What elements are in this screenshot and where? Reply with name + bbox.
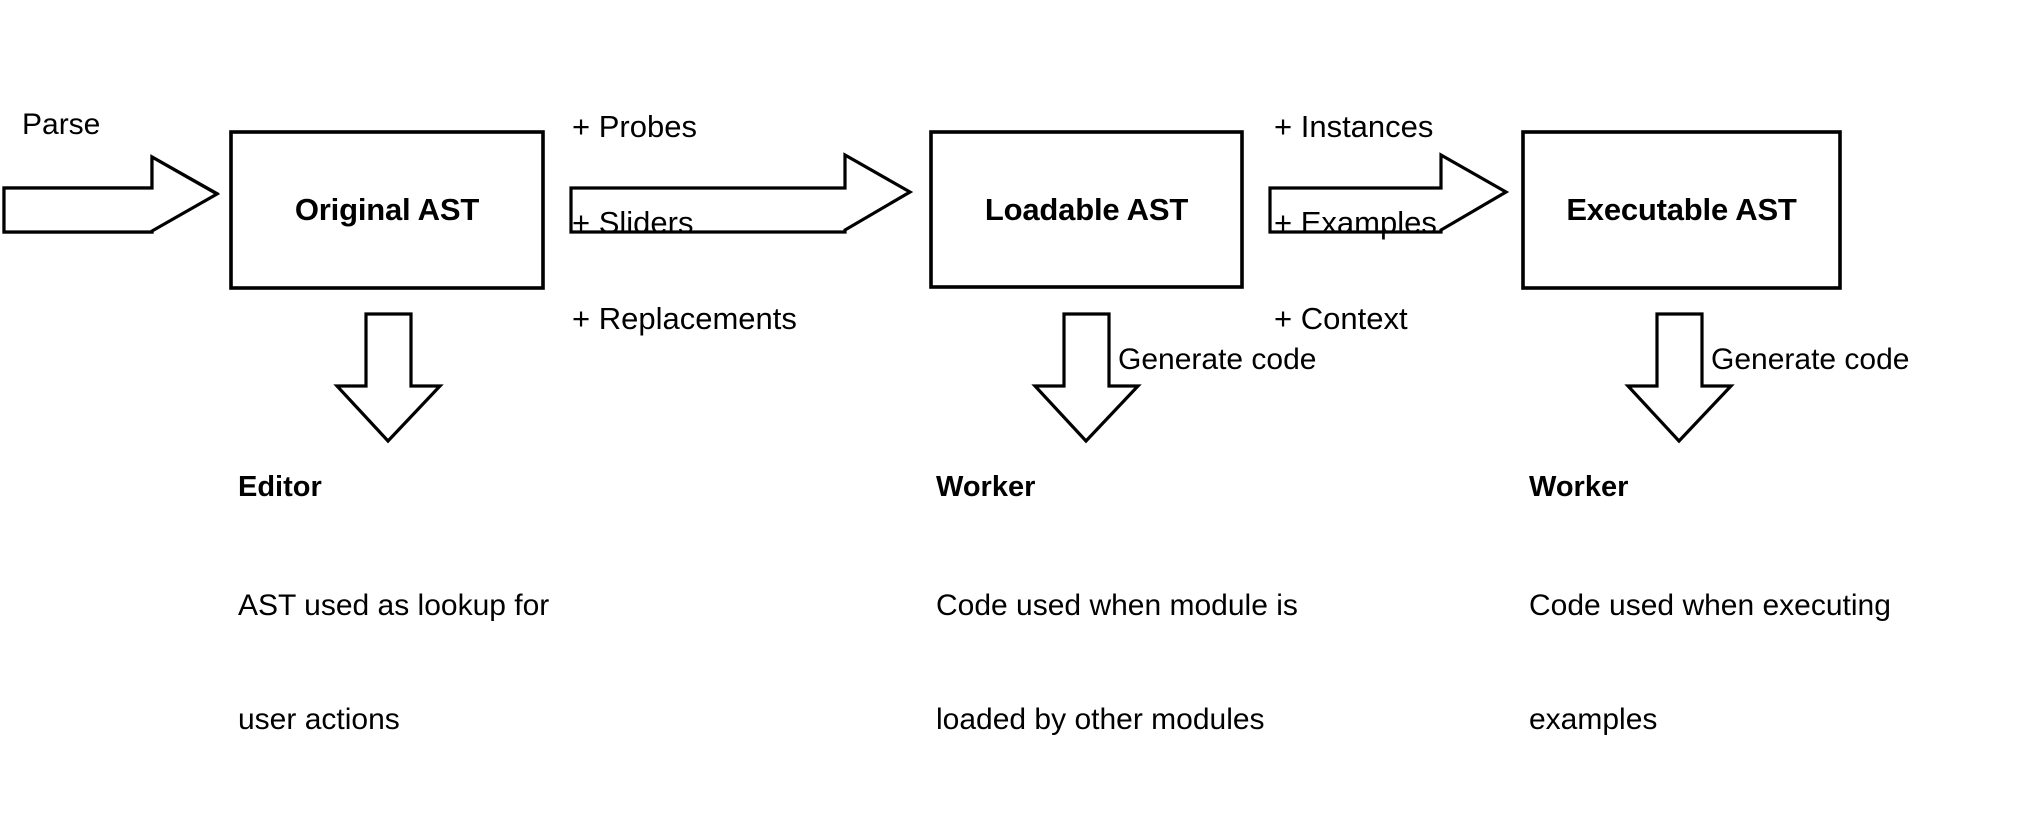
plus-replacements-line: + Replacements bbox=[572, 301, 797, 336]
worker-loadable-caption-line-1: Code used when module is bbox=[936, 589, 1298, 622]
loadable-ast-box[interactable] bbox=[929, 130, 1244, 289]
original-to-loadable-arrow-shape bbox=[569, 152, 914, 234]
loadable-down-arrow-shape bbox=[1031, 312, 1142, 444]
original-ast-box[interactable] bbox=[229, 130, 545, 290]
editor-caption-line-1: AST used as lookup for bbox=[238, 589, 550, 622]
executable-ast-label: Executable AST bbox=[1566, 192, 1797, 227]
parse-arrow-body bbox=[2, 154, 221, 234]
worker-loadable-caption-line-2: loaded by other modules bbox=[936, 703, 1265, 736]
editor-caption-line-2: user actions bbox=[238, 703, 400, 736]
worker-loadable-caption-body: Code used when module is loaded by other… bbox=[936, 511, 1298, 815]
loadable-to-executable-arrow-label-group: + Instances + Examples + Context bbox=[1274, 47, 1437, 399]
executable-generate-code-label: Generate code bbox=[1711, 343, 1910, 376]
original-to-loadable-arrow-label-group: + Probes + Sliders + Replacements bbox=[572, 47, 797, 399]
worker-executable-caption-line-1: Code used when executing bbox=[1529, 589, 1891, 622]
worker-executable-caption-line-2: examples bbox=[1529, 703, 1658, 736]
executable-down-arrow-shape bbox=[1624, 312, 1735, 444]
worker-executable-caption-title: Worker bbox=[1529, 471, 1629, 503]
plus-context-line: + Context bbox=[1274, 301, 1408, 336]
loadable-ast-label: Loadable AST bbox=[984, 192, 1189, 227]
original-down-arrow-shape bbox=[333, 312, 444, 444]
worker-loadable-caption-title: Worker bbox=[936, 471, 1036, 503]
loadable-generate-code-label: Generate code bbox=[1118, 343, 1317, 376]
plus-probes-line: + Probes bbox=[572, 109, 697, 144]
executable-ast-box[interactable] bbox=[1521, 130, 1842, 290]
diagram-canvas: Parse Original AST + Probes + Sliders + … bbox=[2, 47, 1910, 736]
original-ast-label: Original AST bbox=[294, 192, 480, 227]
plus-examples-line: + Examples bbox=[1274, 205, 1437, 240]
diagram-shapes bbox=[2, 130, 1842, 444]
worker-executable-caption-body: Code used when executing examples bbox=[1529, 511, 1891, 815]
plus-instances-line: + Instances bbox=[1274, 109, 1434, 144]
plus-sliders-line: + Sliders bbox=[572, 205, 694, 240]
loadable-to-executable-arrow-shape bbox=[1268, 152, 1510, 234]
editor-caption-body: AST used as lookup for user actions bbox=[238, 511, 549, 815]
editor-caption-title: Editor bbox=[238, 471, 322, 503]
parse-arrow-label: Parse bbox=[22, 108, 101, 141]
